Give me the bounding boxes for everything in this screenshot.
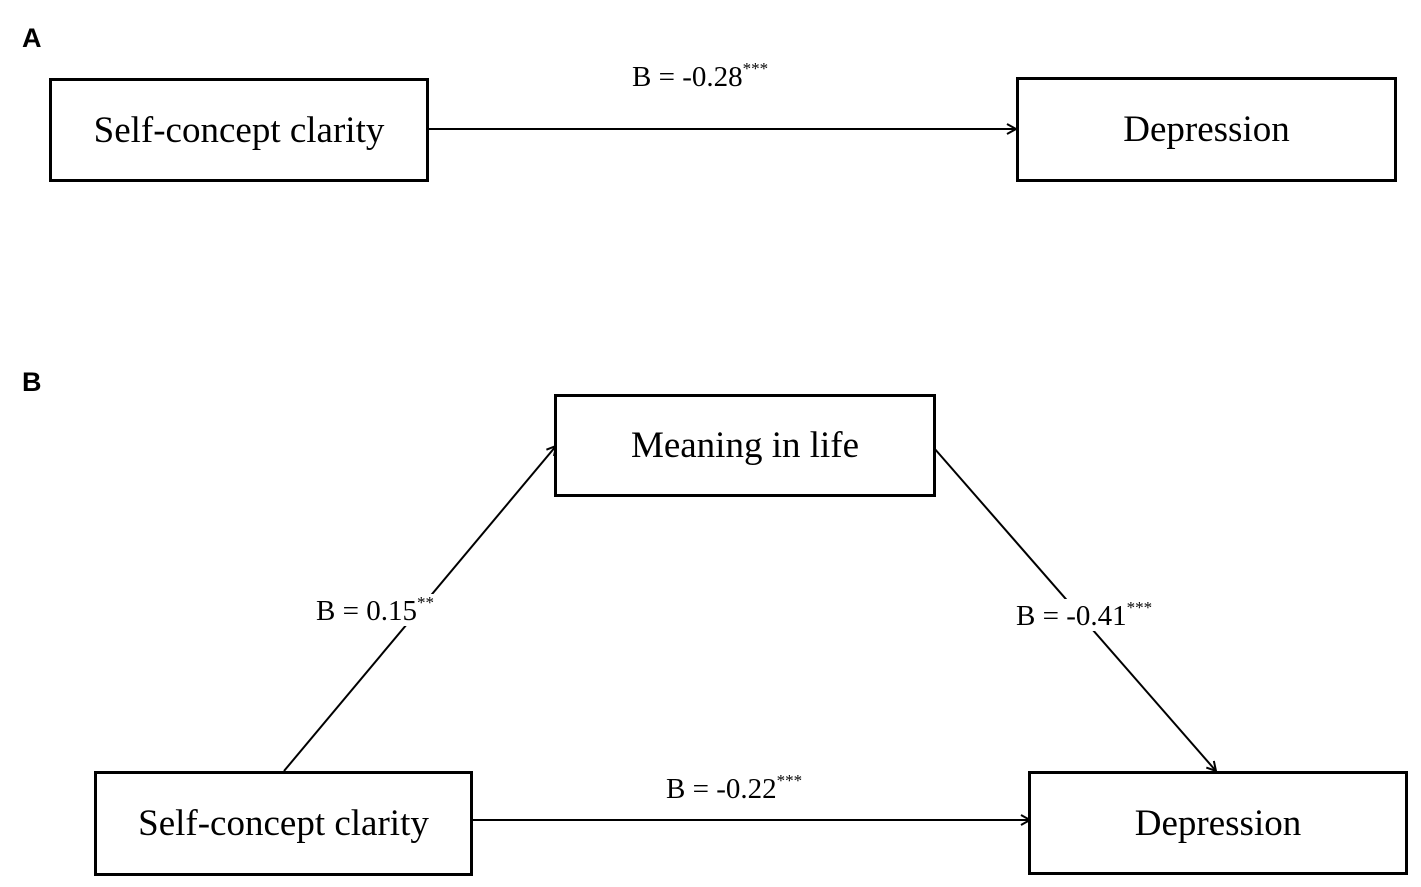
coefficient-value: B = 0.15 bbox=[316, 595, 417, 627]
panel-a-outcome-box: Depression bbox=[1016, 77, 1397, 182]
panel-b-mediator-label: Meaning in life bbox=[630, 425, 860, 466]
significance-stars: *** bbox=[1126, 598, 1153, 617]
panel-a-predictor-label: Self-concept clarity bbox=[93, 109, 385, 151]
panel-b-predictor-box: Self-concept clarity bbox=[94, 771, 473, 876]
coefficient-value: B = -0.28 bbox=[632, 61, 743, 93]
panel-a-predictor-box: Self-concept clarity bbox=[49, 78, 429, 182]
panel-b-mediator-box: Meaning in life bbox=[554, 394, 936, 497]
coefficient-value: B = -0.22 bbox=[666, 773, 777, 805]
panel-b-path-a-coefficient: B = 0.15** bbox=[308, 594, 442, 626]
significance-stars: *** bbox=[776, 771, 803, 790]
panel-b-direct-coefficient: B = -0.22*** bbox=[666, 771, 803, 805]
panel-b-label: B bbox=[22, 367, 42, 397]
significance-stars: ** bbox=[416, 593, 434, 612]
panel-b-outcome-label: Depression bbox=[1134, 802, 1302, 844]
panel-b-outcome-box: Depression bbox=[1028, 771, 1408, 875]
panel-b-predictor-label: Self-concept clarity bbox=[138, 803, 429, 844]
panel-a-outcome-label: Depression bbox=[1123, 109, 1290, 150]
panel-b-path-b-coefficient: B = -0.41*** bbox=[1008, 598, 1161, 632]
panel-a-direct-coefficient: B = -0.28*** bbox=[632, 59, 769, 93]
panel-a-label: A bbox=[22, 23, 42, 53]
coefficient-value: B = -0.41 bbox=[1016, 600, 1127, 632]
significance-stars: *** bbox=[742, 59, 769, 78]
